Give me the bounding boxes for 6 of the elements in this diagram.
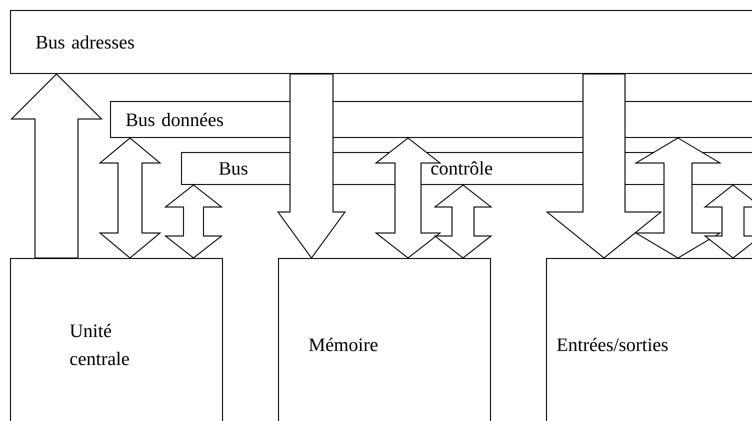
block-arrow [277, 74, 346, 259]
bus-band: Bus adresses [10, 10, 752, 74]
unit-box: Unité centrale [10, 258, 223, 421]
block-arrow [546, 74, 662, 259]
unit-box: Entrées/sorties [546, 258, 752, 421]
unit-box: Mémoire [278, 258, 491, 421]
